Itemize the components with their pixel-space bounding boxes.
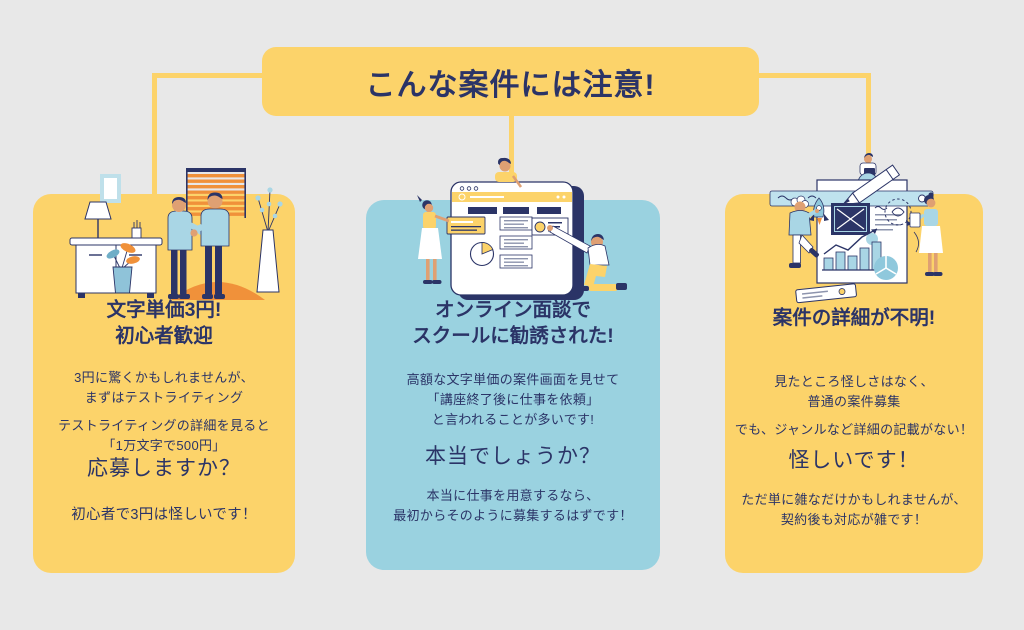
- card3-body1: 見たところ怪しさはなく、 普通の案件募集: [774, 374, 934, 410]
- card3-heading: 案件の詳細が不明!: [772, 307, 936, 329]
- connector-middle-vertical: [509, 114, 514, 208]
- title-banner: こんな案件には注意!: [262, 47, 759, 116]
- connector-right-vertical: [866, 73, 871, 194]
- page-title: こんな案件には注意!: [365, 68, 656, 102]
- card3-footer: ただ単に雑なだけかもしれませんが、 契約後も対応が雑です！: [741, 492, 967, 528]
- card1-heading: 文字単価3円! 初心者歓迎: [106, 299, 222, 347]
- online-meeting-dashboard-illustration: [417, 157, 627, 300]
- card1-emphasis: 応募しますか？: [87, 457, 241, 480]
- project-details-analytics-illustration: [769, 153, 943, 304]
- coin-icon: [534, 221, 546, 233]
- card2-footer: 本当に仕事を用意するなら、 最初からそのように募集するはずです！: [393, 488, 633, 524]
- card1-body2: テストライティングの詳細を見ると 「1万文字で500円」: [58, 418, 270, 454]
- card2-body1: 高額な文字単価の案件画面を見せて 「講座終了後に仕事を依頼」 と言われることが多…: [406, 372, 620, 428]
- person-woman-left: [417, 195, 450, 284]
- person-man-left: [788, 195, 829, 268]
- person-left: [167, 197, 203, 299]
- held-yellow-card-icon: [446, 216, 486, 235]
- x-chart-panel-icon: [831, 203, 870, 235]
- card1-footer: 初心者で3円は怪しいです！: [71, 507, 257, 523]
- pie-chart-icon: [469, 241, 495, 267]
- picture-frame-icon: [100, 174, 121, 203]
- tablet-icon: [909, 212, 921, 228]
- office-handshake-illustration: [69, 168, 283, 300]
- plant-bucket-icon: [106, 243, 140, 294]
- card2-emphasis: 本当でしょうか？: [425, 445, 601, 468]
- card2-heading: オンライン面談で スクールに勧誘された!: [412, 299, 614, 347]
- desk-lamp-icon: [84, 201, 112, 238]
- pie-chart-icon: [874, 256, 898, 280]
- text-lines: [874, 206, 901, 231]
- person-right: [190, 192, 230, 299]
- connector-left-vertical: [152, 73, 157, 194]
- card1-body1: 3円に驚くかもしれませんが、 まずはテストライティング: [74, 370, 254, 406]
- handshake-hands: [190, 229, 198, 237]
- person-woman-right: [909, 192, 943, 276]
- card-school-solicitation: オンライン面談で スクールに勧誘された! 高額な文字単価の案件画面を見せて 「講…: [366, 200, 660, 570]
- connector-left-horizontal: [152, 73, 264, 78]
- browser-window-icon: [450, 181, 574, 296]
- person-kneeling-right: [547, 225, 627, 291]
- connector-right-horizontal: [757, 73, 871, 78]
- clipboard-icon: [795, 283, 857, 304]
- card3-body2: でも、ジャンルなど詳細の記載がない！: [734, 422, 974, 437]
- card3-emphasis: 怪しいです！: [788, 449, 920, 472]
- tall-vase-icon: [255, 187, 283, 293]
- person-top: [495, 157, 523, 188]
